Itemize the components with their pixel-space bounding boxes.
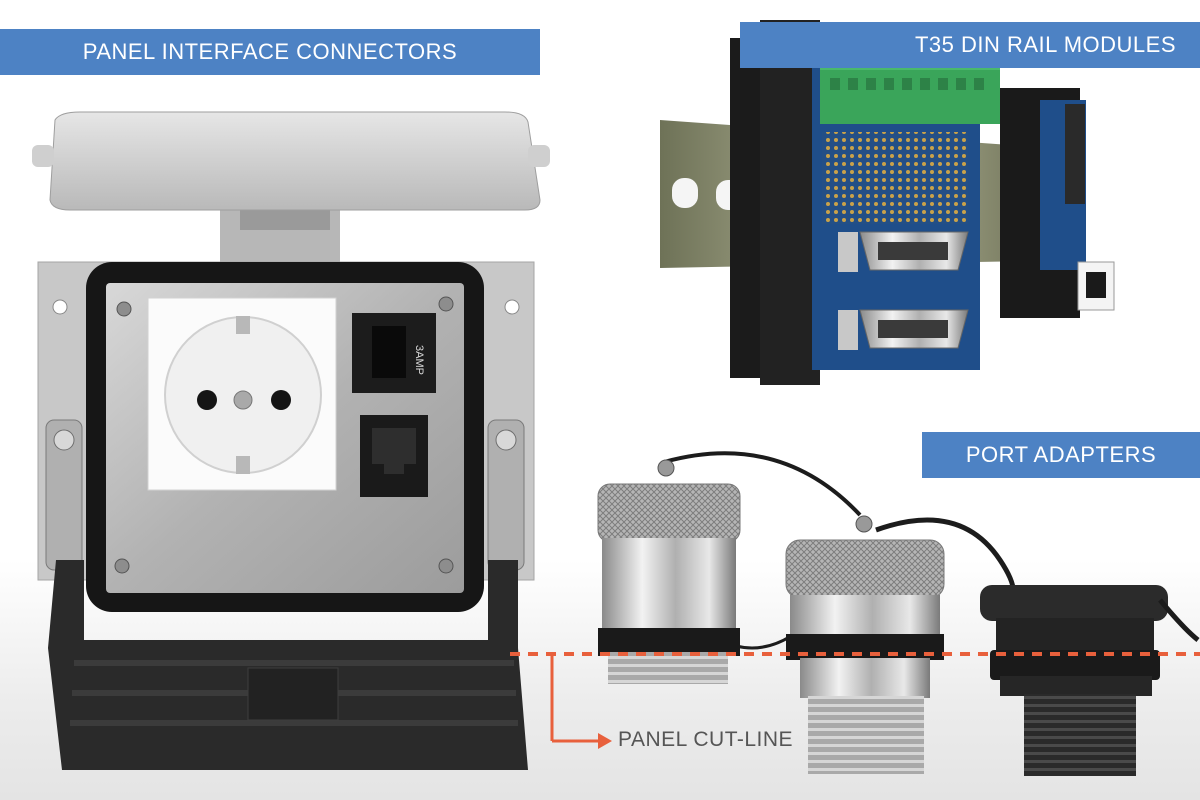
label-din-rail-modules-text: T35 DIN RAIL MODULES [914, 32, 1176, 57]
panel-interface-connector: 3AMP [32, 111, 550, 770]
port-adapter-chrome-large [597, 459, 741, 684]
panel-cut-line [510, 652, 1200, 749]
label-panel-interface-connectors: PANEL INTERFACE CONNECTORS [0, 29, 540, 75]
port-adapter-chrome-small [785, 515, 945, 774]
cut-line-arrowhead [598, 733, 612, 749]
panel-cut-line-label: PANEL CUT-LINE [618, 728, 794, 751]
fuse-rating-label: 3AMP [413, 345, 425, 375]
port-adapter-black [980, 585, 1200, 776]
label-panel-interface-connectors-text: PANEL INTERFACE CONNECTORS [82, 39, 458, 64]
label-din-rail-modules: T35 DIN RAIL MODULES [740, 22, 1200, 68]
label-port-adapters-text: PORT ADAPTERS [965, 442, 1157, 467]
lid-cover [49, 111, 541, 211]
din-rail-modules [660, 20, 1115, 385]
port-adapters [597, 451, 1200, 776]
label-port-adapters: PORT ADAPTERS [922, 432, 1200, 478]
